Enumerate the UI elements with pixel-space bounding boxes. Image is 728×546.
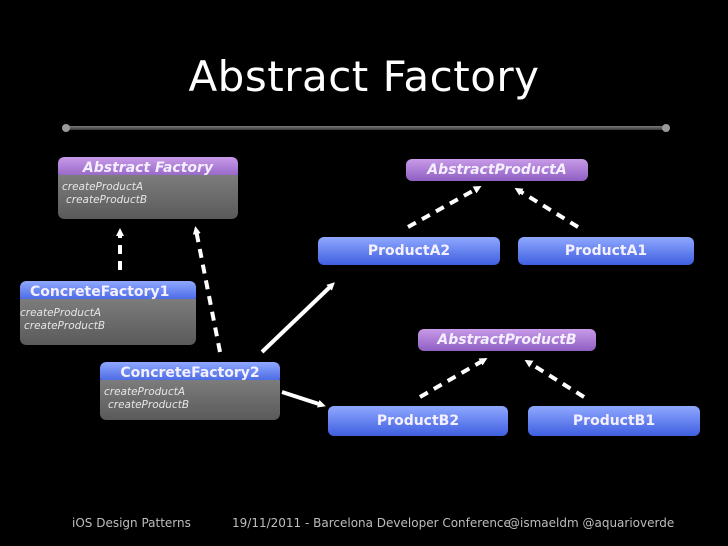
arrow-a1-to-abstract-product-a: [514, 187, 580, 229]
divider-left-knob: [62, 124, 70, 132]
arrow-cf2-creates-b2: [281, 390, 326, 408]
title-divider: [66, 126, 666, 130]
footer-left: iOS Design Patterns: [72, 516, 191, 530]
divider-right-knob: [662, 124, 670, 132]
product-b2-box: ProductB2: [328, 406, 508, 436]
method-create-product-a: createProductA: [62, 181, 144, 193]
method-create-product-b: createProductB: [108, 399, 190, 411]
method-create-product-a: createProductA: [104, 386, 186, 398]
product-b1-box: ProductB1: [528, 406, 700, 436]
slide-title: Abstract Factory: [188, 52, 540, 101]
concrete-factory-2-methods: createProductA createProductB: [100, 380, 280, 420]
abstract-factory-box: Abstract Factory createProductA createPr…: [58, 157, 238, 219]
concrete-factory-1-methods: createProductA createProductB: [20, 299, 196, 345]
abstract-product-a-box: AbstractProductA: [406, 159, 588, 181]
arrow-b2-to-abstract-product-b: [418, 357, 488, 399]
concrete-factory-2-box: ConcreteFactory2 createProductA createPr…: [100, 362, 280, 420]
concrete-factory-2-header: ConcreteFactory2: [100, 362, 280, 384]
arrow-cf2-creates-a2: [260, 282, 335, 354]
product-a1-box: ProductA1: [518, 237, 694, 265]
concrete-factory-1-header: ConcreteFactory1: [20, 281, 196, 303]
footer-right: @ismaeldm @aquarioverde: [508, 516, 675, 530]
abstract-factory-header: Abstract Factory: [58, 157, 238, 179]
arrow-b1-to-abstract-product-b: [524, 359, 586, 399]
concrete-factory-1-box: ConcreteFactory1 createProductA createPr…: [20, 281, 196, 345]
arrow-a2-to-abstract-product-a: [407, 186, 482, 229]
method-create-product-b: createProductB: [24, 320, 106, 332]
method-create-product-a: createProductA: [20, 307, 102, 319]
method-create-product-b: createProductB: [66, 194, 148, 206]
arrow-cf2-to-abstract-factory: [192, 226, 222, 353]
product-a2-box: ProductA2: [318, 237, 500, 265]
abstract-factory-methods: createProductA createProductB: [58, 175, 238, 219]
abstract-product-b-box: AbstractProductB: [418, 329, 596, 351]
footer-center: 19/11/2011 - Barcelona Developer Confere…: [232, 516, 511, 530]
